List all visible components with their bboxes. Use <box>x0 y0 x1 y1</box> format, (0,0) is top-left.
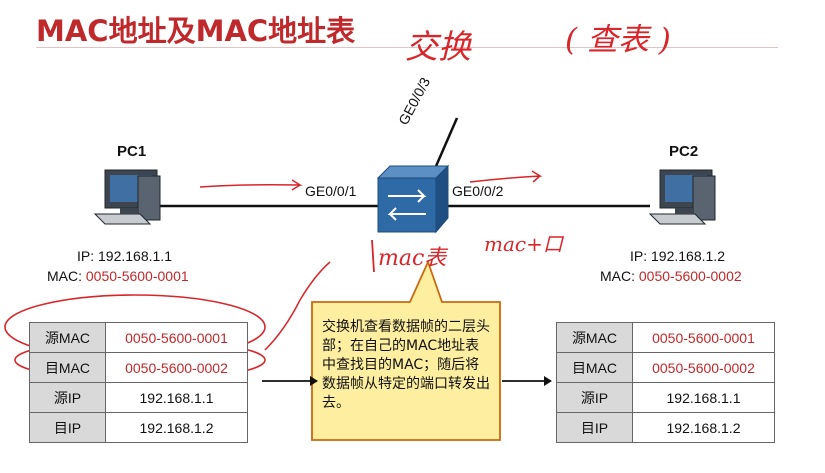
slide-title: MAC地址及MAC地址表 <box>36 14 356 48</box>
pc1-ip: IP: 192.168.1.1 <box>77 248 172 264</box>
hand-arrow-left <box>199 179 303 191</box>
frame-key: 目MAC <box>556 352 633 383</box>
pc2-ip: IP: 192.168.1.2 <box>630 248 725 264</box>
port-label-ge001: GE0/0/1 <box>305 183 357 199</box>
handwritten-lookup: ( 查表 ) <box>565 22 671 58</box>
hand-arrow-right <box>469 170 543 183</box>
pc2-ip-value: 192.168.1.2 <box>651 248 725 264</box>
title-underline <box>36 47 778 48</box>
frame-value: 192.168.1.1 <box>632 382 775 413</box>
pc1-ip-label: IP: <box>77 248 95 264</box>
frame-value: 192.168.1.2 <box>105 412 248 443</box>
pc1-mac-label: MAC: <box>47 268 82 284</box>
frame-key: 源IP <box>29 382 106 413</box>
callout-box <box>311 259 501 441</box>
frame-value: 192.168.1.2 <box>632 412 775 443</box>
pc2-computer-icon <box>648 169 716 225</box>
pc1-computer-icon <box>93 169 161 225</box>
pc1-ip-value: 192.168.1.1 <box>98 248 172 264</box>
callout-text: 交换机查看数据帧的二层头部；在自己的MAC地址表中查找目的MAC；随后将数据帧从… <box>322 319 490 411</box>
frame-key: 目IP <box>29 412 106 443</box>
frame-key: 目MAC <box>29 352 106 383</box>
pc2-label: PC2 <box>669 143 699 160</box>
handwritten-mac-port: mac+口 <box>484 232 563 256</box>
handwritten-exchange: 交换 <box>405 27 471 66</box>
frame-value: 192.168.1.1 <box>105 382 248 413</box>
pc2-mac-value: 0050-5600-0002 <box>638 268 742 284</box>
handwritten-mac-table: mac表 <box>378 246 447 271</box>
frame-key: 源MAC <box>556 322 633 353</box>
frame-value: 0050-5600-0001 <box>632 322 775 353</box>
port-label-ge002: GE0/0/2 <box>452 183 504 199</box>
hand-link-line <box>264 261 331 351</box>
pc2-mac-label: MAC: <box>600 268 635 284</box>
frame-value: 0050-5600-0002 <box>632 352 775 383</box>
frame-key: 源IP <box>556 382 633 413</box>
pc2-mac: MAC: 0050-5600-0002 <box>600 268 742 284</box>
pc1-mac-value: 0050-5600-0001 <box>85 268 189 284</box>
pc2-ip-label: IP: <box>630 248 648 264</box>
frame-key: 源MAC <box>29 322 106 353</box>
pc1-label: PC1 <box>117 143 147 160</box>
frame-value: 0050-5600-0001 <box>105 322 248 353</box>
switch-icon <box>376 164 450 234</box>
frame-key: 目IP <box>556 412 633 443</box>
frame-value: 0050-5600-0002 <box>105 352 248 383</box>
pc1-mac: MAC: 0050-5600-0001 <box>47 268 189 284</box>
